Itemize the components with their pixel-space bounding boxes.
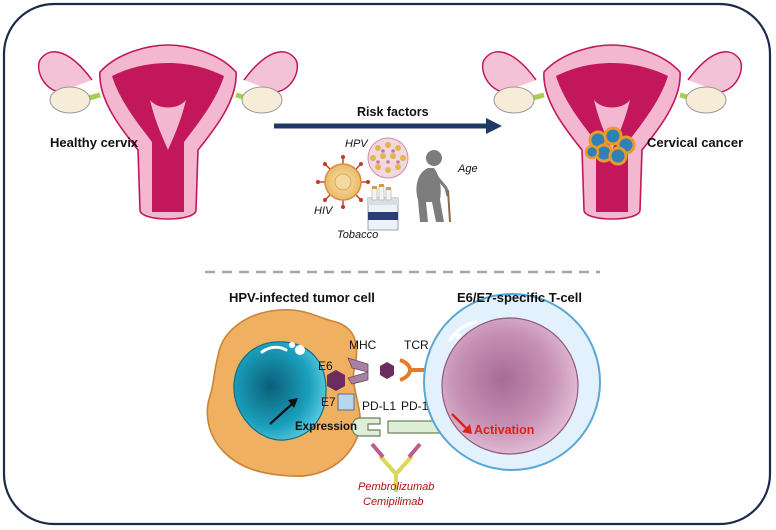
tcell-title: E6/E7-specific T-cell <box>457 290 583 305</box>
cervical-cancer-label: Cervical cancer <box>647 135 744 150</box>
pd1-label: PD-1 <box>401 399 429 413</box>
risk-factors-label: Risk factors <box>357 105 429 119</box>
expression-label: Expression <box>295 421 357 433</box>
tumor-cluster <box>584 126 636 166</box>
hpv-virus-icon <box>367 137 409 179</box>
tumor-cell-illustration <box>206 308 361 477</box>
e6-protein-shape <box>327 370 345 391</box>
pdl1-ligand-shape <box>351 417 381 437</box>
activation-arrow <box>451 413 472 434</box>
mhc-receptor-shape <box>347 357 369 385</box>
e6-label: E6 <box>318 359 333 373</box>
elderly-person-icon <box>416 150 451 223</box>
e7-label: E7 <box>321 395 336 409</box>
hiv-virus-icon <box>316 155 370 209</box>
tobacco-label: Tobacco <box>337 229 379 241</box>
e7-protein-shape <box>337 393 355 411</box>
healthy-uterus-illustration <box>38 44 298 220</box>
antibody-icon <box>370 442 422 492</box>
presented-peptide-shape <box>380 362 394 379</box>
tcr-receptor-shape <box>399 358 413 382</box>
activation-label: Activation <box>474 423 535 437</box>
drug-label-cemipilimab: Cemipilimab <box>363 496 424 508</box>
expression-arrow <box>269 398 298 425</box>
drug-label-pembrolizumab: Pembrolizumab <box>358 481 435 493</box>
tumor-cell-title: HPV-infected tumor cell <box>229 290 375 305</box>
t-cell-illustration <box>423 293 601 471</box>
age-label: Age <box>458 163 478 175</box>
tcr-label: TCR <box>404 338 429 352</box>
hpv-label: HPV <box>345 138 368 150</box>
risk-factors-arrow <box>274 118 502 134</box>
hiv-label: HIV <box>314 205 333 217</box>
mhc-label: MHC <box>349 338 377 352</box>
cigarette-pack-icon <box>367 184 399 231</box>
pdl1-label: PD-L1 <box>362 399 397 413</box>
healthy-cervix-label: Healthy cervix <box>50 135 139 150</box>
